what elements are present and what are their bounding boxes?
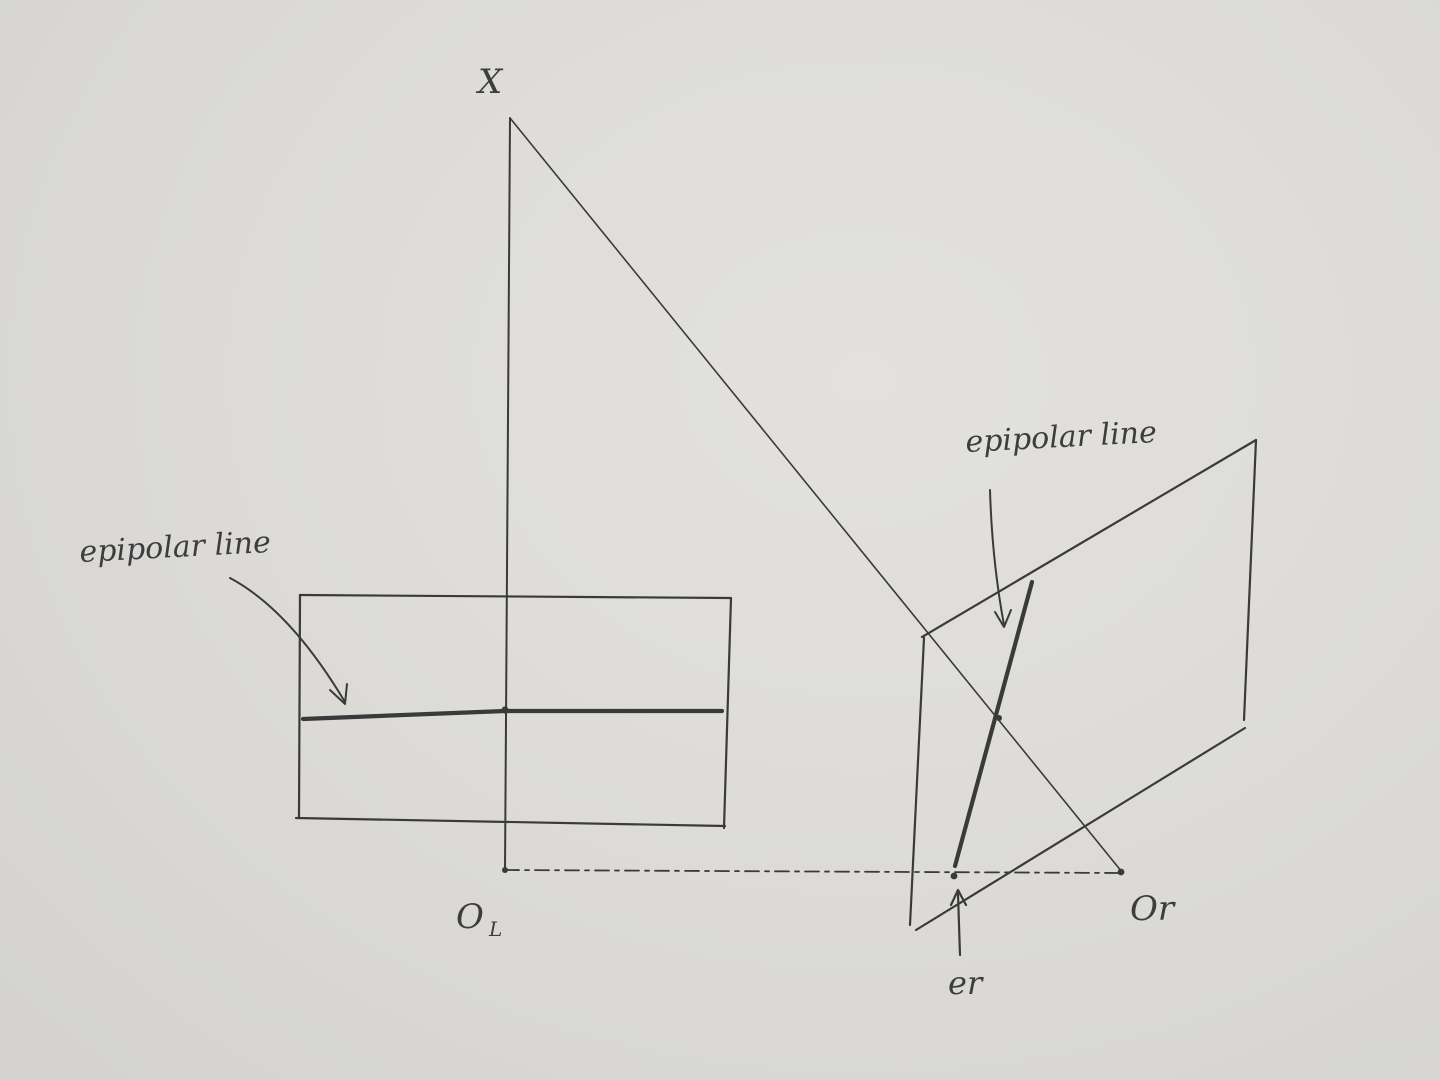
- ray-x-to-or: [509, 117, 1123, 873]
- label-epipolar-line-left: epipolar line: [79, 525, 272, 570]
- left-epipolar-line: [300, 708, 725, 722]
- label-ol: O L: [456, 897, 502, 941]
- baseline-dashed: [504, 869, 1121, 874]
- label-ol-sub: L: [488, 917, 502, 941]
- left-plane-right-edge: [722, 596, 733, 830]
- right-arrow-shaft: [989, 489, 1005, 626]
- left-epipolar-arrow: [229, 577, 348, 705]
- epipole-arrow-head: [949, 888, 968, 907]
- right-arrow-head: [994, 609, 1012, 628]
- left-arrow-head: [329, 683, 348, 705]
- label-ol-main: O: [456, 897, 484, 937]
- left-plane-bottom-edge: [294, 816, 727, 828]
- left-arrow-shaft: [229, 577, 346, 703]
- label-or: Or: [1130, 889, 1176, 929]
- right-center-point: [1117, 868, 1125, 876]
- label-er: er: [948, 964, 984, 1002]
- right-image-plane: [908, 438, 1258, 932]
- label-x: X: [475, 62, 504, 102]
- right-plane-bottom-edge: [914, 726, 1247, 932]
- right-epipole-point: [950, 872, 958, 880]
- left-image-plane: [294, 593, 733, 830]
- left-plane-top-edge: [298, 593, 732, 600]
- epipole-arrow-shaft: [956, 892, 962, 957]
- right-plane-right-edge: [1242, 438, 1258, 722]
- right-epipolar-arrow: [989, 489, 1012, 628]
- left-center-point: [502, 867, 508, 873]
- right-plane-left-edge: [908, 636, 926, 927]
- ray-ol-to-x: [504, 117, 511, 871]
- epipole-arrow: [949, 888, 968, 957]
- left-plane-left-edge: [297, 593, 302, 820]
- label-epipolar-line-right: epipolar line: [965, 415, 1158, 460]
- right-epipolar-line: [952, 579, 1035, 869]
- left-image-point: [501, 706, 509, 714]
- right-plane-top-edge: [920, 438, 1258, 639]
